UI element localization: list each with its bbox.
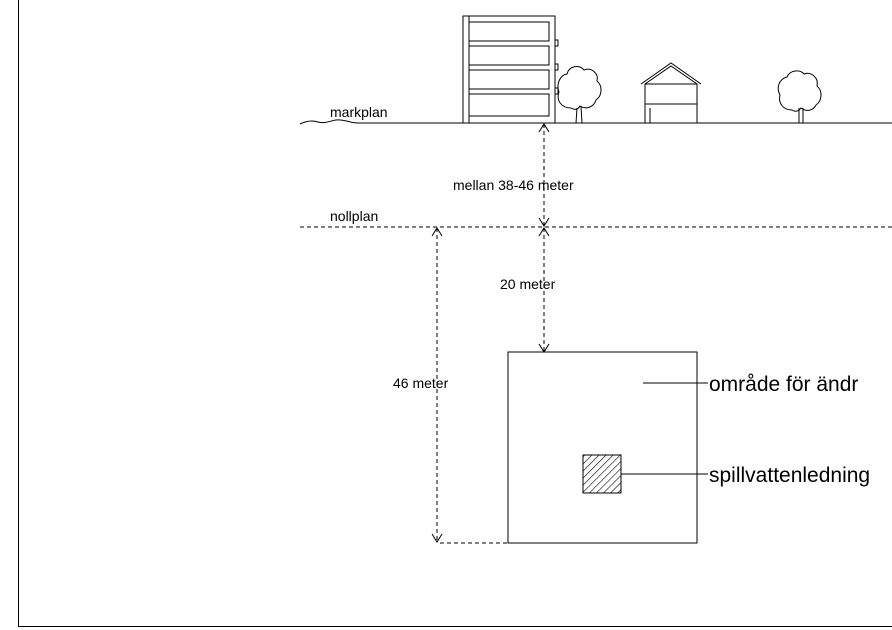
- middle-dimension-label: 20 meter: [500, 276, 556, 292]
- house-icon: [640, 62, 702, 124]
- tree-icon: [557, 66, 602, 124]
- apartment-building: [462, 15, 559, 124]
- pipe-label: spillvattenledning: [709, 464, 870, 487]
- tree-icon: [777, 70, 822, 123]
- nollplan-label: nollplan: [330, 208, 378, 224]
- sewer-pipe-hatched-square: [582, 454, 622, 494]
- upper-dimension-label: mellan 38-46 meter: [453, 177, 574, 193]
- change-area-rectangle: [507, 351, 698, 544]
- markplan-label: markplan: [330, 104, 388, 120]
- area-label: område för ändr: [709, 373, 858, 396]
- ground-surface-line: [299, 119, 892, 125]
- total-depth-dimension-line: [431, 227, 508, 544]
- drawing-frame: [18, 0, 892, 627]
- total-depth-label: 46 meter: [393, 375, 449, 391]
- upper-dimension-line: [538, 123, 550, 227]
